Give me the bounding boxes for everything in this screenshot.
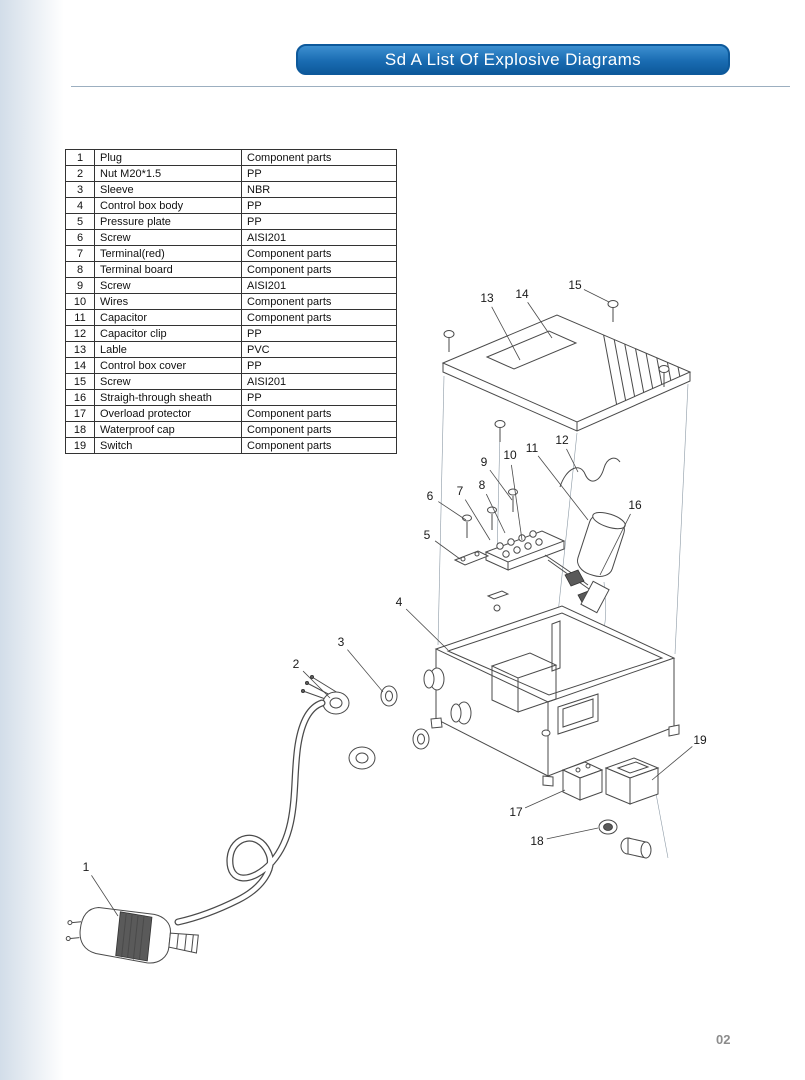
callout-leader-11 (537, 455, 589, 521)
cell-material: Component parts (241, 421, 397, 438)
callout-7: 7 (457, 484, 464, 498)
callout-leader-18 (546, 827, 599, 840)
callout-17: 17 (509, 805, 523, 819)
pressure-plate-part (453, 550, 510, 612)
callout-13: 13 (480, 291, 494, 305)
cell-name: Sleeve (94, 181, 242, 198)
callout-18: 18 (530, 834, 544, 848)
control-box-body-part (423, 605, 680, 787)
terminal-board-part (484, 530, 566, 571)
callout-leader-12 (566, 448, 579, 473)
cell-name: Pressure plate (94, 213, 242, 230)
capacitor-part (577, 511, 626, 577)
callout-leader-5 (434, 540, 461, 560)
cell-name: Screw (94, 277, 242, 294)
cell-name: Terminal(red) (94, 245, 242, 262)
switch-parts (561, 757, 660, 859)
left-edge-gradient (0, 0, 64, 1080)
callout-9: 9 (481, 455, 488, 469)
callout-leader-17 (524, 789, 566, 809)
callout-1: 1 (83, 860, 90, 874)
callout-8: 8 (479, 478, 486, 492)
sheath-part (564, 569, 610, 614)
callout-leader-1 (91, 875, 119, 917)
callout-6: 6 (427, 489, 434, 503)
callout-leader-3 (347, 649, 384, 693)
callout-leader-13 (491, 306, 521, 361)
cable-gland-parts (300, 675, 430, 770)
cell-no: 13 (65, 341, 95, 358)
callout-4: 4 (396, 595, 403, 609)
cell-material: Component parts (241, 437, 397, 454)
callout-leader-2 (302, 670, 331, 699)
callout-leader-8 (485, 493, 506, 534)
callout-leader-14 (527, 302, 553, 339)
cell-material: AISI201 (241, 229, 397, 246)
plug-part (65, 907, 199, 964)
cover-screws-part (443, 300, 670, 442)
callout-leader-9 (489, 469, 513, 501)
callout-leader-19 (651, 746, 693, 781)
header-divider (71, 86, 790, 87)
cell-material: Component parts (241, 309, 397, 326)
callout-11: 11 (526, 441, 539, 455)
callout-12: 12 (555, 433, 569, 447)
callout-19: 19 (693, 733, 707, 747)
page-number: 02 (716, 1032, 731, 1047)
callout-leader-15 (583, 289, 610, 303)
callout-leader-4 (405, 608, 449, 651)
callout-10: 10 (503, 448, 517, 462)
cell-no: 19 (65, 437, 95, 454)
power-cable-part (65, 699, 326, 964)
callout-5: 5 (424, 528, 431, 542)
callout-leader-6 (438, 501, 467, 521)
control-box-cover-part (441, 314, 692, 432)
callout-leader-16 (599, 513, 631, 576)
cell-material: Component parts (241, 261, 397, 278)
callout-15: 15 (568, 278, 582, 292)
cell-material: Component parts (241, 245, 397, 262)
callout-2: 2 (293, 657, 300, 671)
callout-14: 14 (515, 287, 529, 301)
page-title: Sd A List Of Explosive Diagrams (296, 44, 730, 75)
cell-material: Component parts (241, 405, 397, 422)
cell-name: Screw (94, 229, 242, 246)
callout-3: 3 (338, 635, 345, 649)
callout-leader-10 (511, 464, 523, 541)
callout-16: 16 (628, 498, 642, 512)
callout-leader-7 (464, 499, 491, 541)
cell-name: Capacitor (94, 309, 242, 326)
cell-name: Terminal board (94, 261, 242, 278)
